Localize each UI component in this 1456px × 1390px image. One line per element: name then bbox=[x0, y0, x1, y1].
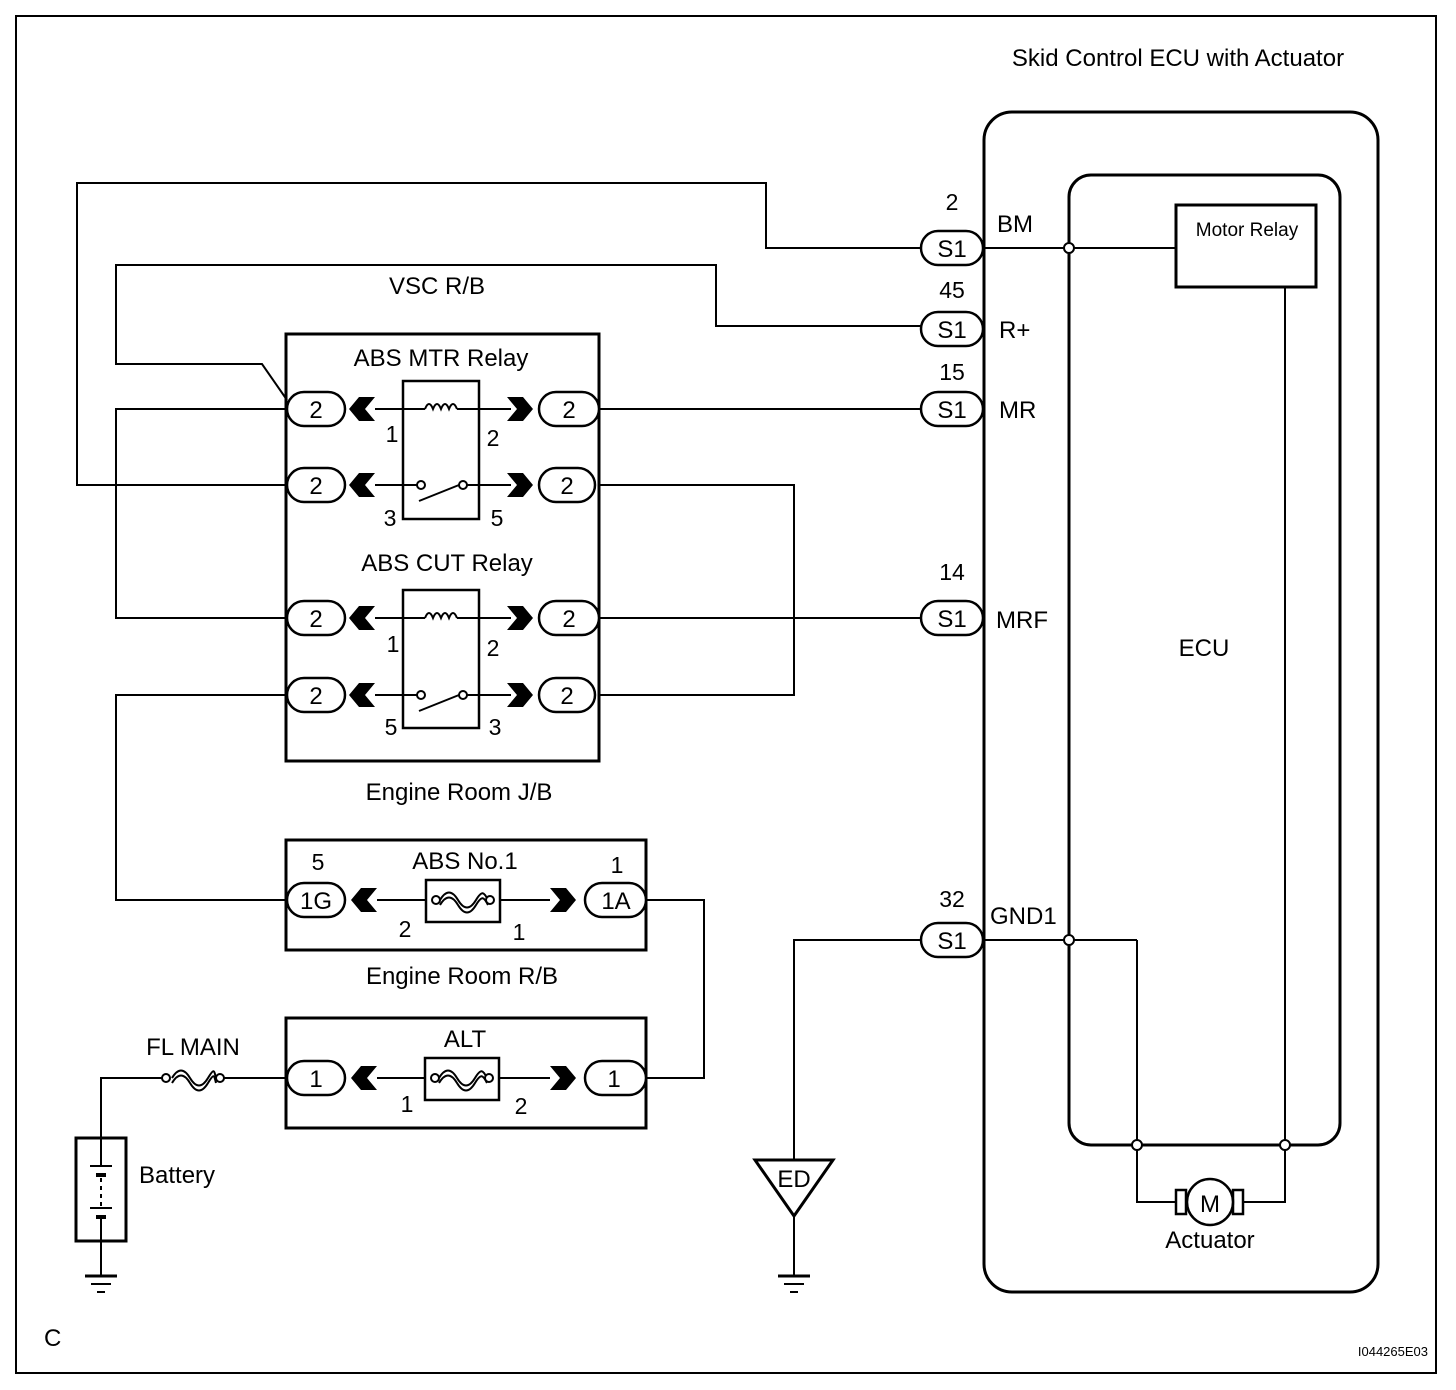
abs-cut-relay bbox=[375, 588, 511, 730]
svg-text:1: 1 bbox=[309, 1066, 322, 1093]
fl-main-label: FL MAIN bbox=[146, 1034, 240, 1061]
svg-text:S1: S1 bbox=[937, 397, 966, 424]
svg-text:S1: S1 bbox=[937, 317, 966, 344]
svg-text:R+: R+ bbox=[999, 317, 1030, 344]
abs-no1-fuse bbox=[377, 878, 550, 924]
alt-fuse bbox=[377, 1056, 550, 1102]
abs-no1-fuse-pin-left: 2 bbox=[399, 916, 412, 942]
terminal-mrf: 14 S1 MRF bbox=[919, 559, 1048, 637]
terminal-r-plus: 45 S1 R+ bbox=[919, 277, 1030, 348]
svg-text:2: 2 bbox=[562, 606, 575, 633]
svg-text:2: 2 bbox=[309, 473, 322, 500]
ecu-assembly-title: Skid Control ECU with Actuator bbox=[1012, 45, 1344, 72]
engine-room-jb-label: Engine Room J/B bbox=[366, 779, 553, 806]
svg-text:ED: ED bbox=[777, 1166, 810, 1193]
fl-main-fuse bbox=[100, 1069, 287, 1138]
svg-text:2: 2 bbox=[562, 397, 575, 424]
alt-label: ALT bbox=[444, 1026, 487, 1053]
jb-connector-mtr-left-top: 2 bbox=[285, 390, 375, 428]
svg-text:2: 2 bbox=[560, 683, 573, 710]
terminal-bm: 2 S1 BM bbox=[919, 189, 1033, 267]
motor-symbol: M bbox=[1200, 1191, 1220, 1218]
jb-connector-mtr-right-top: 2 bbox=[507, 390, 601, 428]
ecu-assembly-box bbox=[982, 110, 1380, 1294]
actuator-label: Actuator bbox=[1165, 1227, 1254, 1254]
mtr-coil-pin-right: 2 bbox=[487, 425, 500, 451]
alt-fuse-pin-right: 2 bbox=[515, 1093, 528, 1119]
mtr-coil-pin-left: 1 bbox=[386, 421, 399, 447]
svg-text:2: 2 bbox=[309, 683, 322, 710]
svg-text:14: 14 bbox=[939, 559, 965, 585]
abs-no1-fuse-pin-right: 1 bbox=[513, 919, 526, 945]
battery-ground-icon bbox=[85, 1241, 117, 1293]
svg-text:32: 32 bbox=[939, 886, 965, 912]
jb-connector-cut-left-top: 2 bbox=[285, 599, 375, 637]
diagram-frame bbox=[15, 15, 1437, 1374]
ground-point-ed: ED bbox=[752, 1158, 836, 1293]
jb-connector-cut-left-bottom: 2 bbox=[285, 676, 375, 714]
motor-relay-box bbox=[1174, 203, 1318, 289]
alt-connector-left: 1 bbox=[285, 1059, 377, 1097]
battery-symbol bbox=[74, 1136, 128, 1243]
alt-fuse-pin-left: 1 bbox=[401, 1091, 414, 1117]
figure-code: I044265E03 bbox=[1358, 1344, 1428, 1359]
cut-switch-pin-left: 5 bbox=[385, 714, 398, 740]
jb-connector-mtr-right-bottom: 2 bbox=[507, 466, 597, 504]
rb-right-pin: 1 bbox=[611, 852, 624, 878]
cut-coil-pin-left: 1 bbox=[387, 631, 400, 657]
svg-text:1A: 1A bbox=[601, 888, 630, 915]
svg-text:2: 2 bbox=[309, 606, 322, 633]
mtr-switch-pin-right: 5 bbox=[491, 505, 504, 531]
engine-room-rb-label: Engine Room R/B bbox=[366, 963, 558, 990]
abs-mtr-relay bbox=[375, 379, 511, 521]
cut-coil-pin-right: 2 bbox=[487, 635, 500, 661]
jb-connector-mtr-left-bottom: 2 bbox=[285, 466, 375, 504]
svg-text:BM: BM bbox=[997, 211, 1033, 238]
svg-text:S1: S1 bbox=[937, 236, 966, 263]
ecu-inner-box bbox=[1067, 173, 1342, 1147]
svg-text:1: 1 bbox=[607, 1066, 620, 1093]
battery-label: Battery bbox=[139, 1162, 215, 1189]
svg-text:1G: 1G bbox=[300, 888, 332, 915]
mtr-switch-pin-left: 3 bbox=[384, 505, 397, 531]
abs-mtr-relay-label: ABS MTR Relay bbox=[354, 345, 529, 372]
cut-switch-pin-right: 3 bbox=[489, 714, 502, 740]
actuator-motor: M bbox=[1174, 1177, 1245, 1227]
svg-text:45: 45 bbox=[939, 277, 965, 303]
rb-connector-1a: 1A bbox=[550, 881, 648, 919]
corner-letter: C bbox=[44, 1325, 61, 1352]
svg-text:S1: S1 bbox=[937, 606, 966, 633]
engine-room-jb-box bbox=[284, 332, 601, 763]
vsc-rb-label: VSC R/B bbox=[389, 273, 485, 300]
svg-text:2: 2 bbox=[309, 397, 322, 424]
svg-text:S1: S1 bbox=[937, 928, 966, 955]
rb-left-pin: 5 bbox=[312, 849, 325, 875]
terminal-gnd1: 32 S1 GND1 bbox=[919, 886, 1057, 959]
ecu-label: ECU bbox=[1179, 635, 1230, 662]
jb-connector-cut-right-bottom: 2 bbox=[507, 676, 597, 714]
terminal-mr: 15 S1 MR bbox=[919, 359, 1036, 428]
motor-relay-label: Motor Relay bbox=[1196, 220, 1299, 241]
svg-text:15: 15 bbox=[939, 359, 965, 385]
svg-text:MRF: MRF bbox=[996, 607, 1048, 634]
rb-connector-1g: 1G bbox=[285, 881, 377, 919]
svg-text:GND1: GND1 bbox=[990, 903, 1057, 930]
abs-cut-relay-label: ABS CUT Relay bbox=[361, 550, 533, 577]
abs-no1-label: ABS No.1 bbox=[412, 848, 517, 875]
alt-connector-right: 1 bbox=[550, 1059, 648, 1097]
svg-text:2: 2 bbox=[946, 189, 959, 215]
svg-text:2: 2 bbox=[560, 473, 573, 500]
svg-text:MR: MR bbox=[999, 397, 1036, 424]
jb-connector-cut-right-top: 2 bbox=[507, 599, 601, 637]
